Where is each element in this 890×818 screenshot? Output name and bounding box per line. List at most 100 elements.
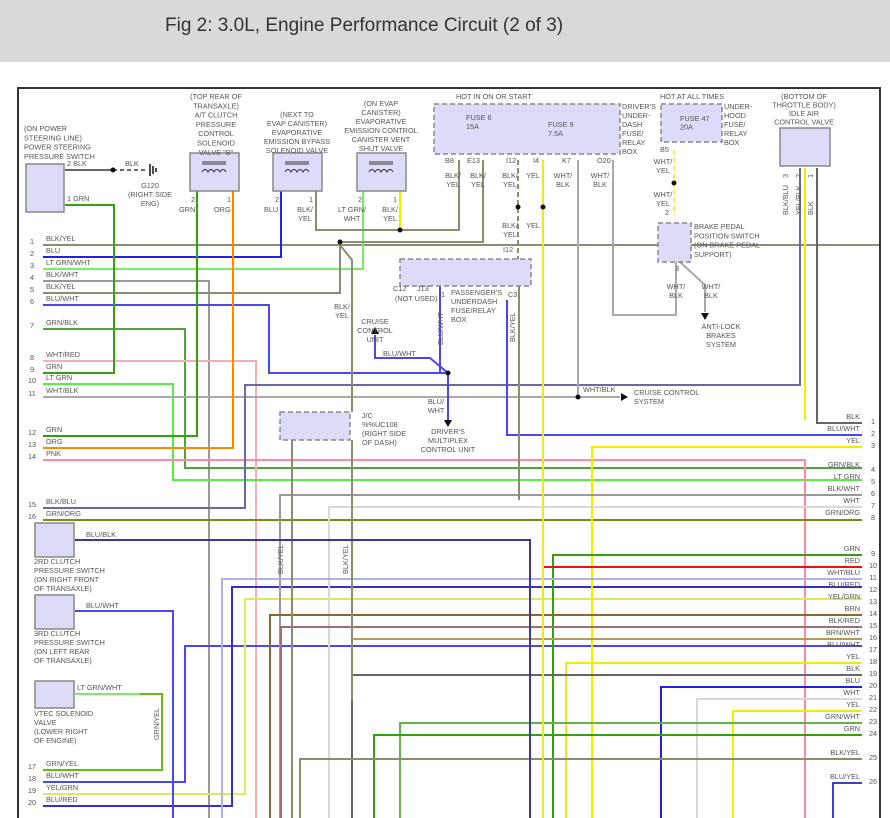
- component-label: VALVE: [34, 718, 57, 727]
- wire-label: BLK: [125, 159, 139, 168]
- wire-label: WHT: [428, 406, 445, 415]
- component-label: SYSTEM: [706, 340, 736, 349]
- wire-label: BLU/BLK: [86, 530, 116, 539]
- right-pin-wire-label: BLU/YEL: [830, 772, 860, 781]
- component-label: A/T CLUTCH: [195, 111, 238, 120]
- splice-dot: [575, 394, 581, 400]
- right-pin-wire-label: BLK/WHT: [828, 484, 861, 493]
- connector-pin-label: C3: [508, 290, 517, 299]
- left-pin-wire-label: BLU/WHT: [46, 294, 79, 303]
- component-label: DASH: [622, 120, 642, 129]
- right-pin-wire-label: WHT: [843, 496, 860, 505]
- splice-dot: [671, 180, 677, 186]
- left-pin-wire-6: [43, 304, 448, 374]
- pin-label: 2: [191, 195, 195, 204]
- left-pin-wire-5: [43, 245, 341, 294]
- right-pin-wire-label: WHT: [843, 688, 860, 697]
- component-label: UNDER-: [724, 102, 753, 111]
- right-pin-wire-3: [591, 446, 862, 818]
- connector-pin-label: E13: [467, 156, 480, 165]
- title-bar: Fig 2: 3.0L, Engine Performance Circuit …: [0, 0, 890, 62]
- left-pin-number: 19: [28, 786, 36, 795]
- component-label: THROTTLE BODY): [772, 101, 836, 110]
- right-pin-wire-label: GRN: [844, 544, 860, 553]
- right-pin-number: 20: [869, 681, 877, 690]
- left-pin-number: 8: [30, 353, 34, 362]
- wire-label: GRN: [179, 205, 195, 214]
- component-label: PRESSURE SWITCH: [34, 566, 105, 575]
- wire-label: WHT: [344, 214, 361, 223]
- e13-wire: [340, 160, 484, 243]
- wire-label: BLK/: [502, 221, 519, 230]
- power-steering-pressure-switch: [25, 163, 65, 213]
- bypass-to-b8: [315, 160, 460, 231]
- component-label: DRIVER'S: [431, 427, 465, 436]
- left-pin-wire-9: [43, 204, 115, 374]
- right-pin-wire-label: YEL: [846, 436, 860, 445]
- component-label: (ON LEFT REAR: [34, 647, 89, 656]
- arrow-icon: [444, 420, 452, 427]
- pin-label: 1 GRN: [67, 194, 89, 203]
- right-pin-number: 21: [869, 693, 877, 702]
- left-pin-number: 12: [28, 428, 36, 437]
- component-label: PRESSURE SWITCH: [34, 638, 105, 647]
- wire-label: YEL: [298, 214, 312, 223]
- left-pin-wire-label: LT GRN/WHT: [46, 258, 91, 267]
- right-pin-number: 12: [869, 585, 877, 594]
- right-pin-wire-10: [542, 566, 862, 818]
- left-pin-wire-18: [43, 645, 862, 783]
- left-pin-wire-label: BLK/BLU: [46, 497, 76, 506]
- wire-label: WHT/: [654, 190, 674, 199]
- left-pin-number: 2: [30, 249, 34, 258]
- component-label: OF ENGINE): [34, 736, 77, 745]
- left-pin-wire-label: GRN/YEL: [46, 759, 78, 768]
- component-label: (RIGHT SIDE: [362, 429, 406, 438]
- component-label: STEERING LINE): [24, 133, 82, 142]
- right-pin-wire-label: BLU/RED: [828, 580, 860, 589]
- wire-label: BLK/: [297, 205, 314, 214]
- right-pin-wire-label: BLU/WHT: [827, 640, 860, 649]
- right-pin-number: 18: [869, 657, 877, 666]
- right-pin-number: 11: [869, 573, 877, 582]
- junction-connector: [279, 411, 351, 441]
- component-label: PASSENGER'S: [451, 288, 502, 297]
- pin-label: 1: [806, 174, 815, 178]
- right-pin-wire-6: [279, 494, 862, 818]
- right-pin-wire-14: [269, 614, 862, 818]
- left-pin-wire-label: BLU/RED: [46, 795, 78, 804]
- figure-title: Fig 2: 3.0L, Engine Performance Circuit …: [165, 15, 564, 36]
- left-pin-wire-13: [43, 190, 234, 449]
- component-label: HOOD: [724, 111, 746, 120]
- left-pin-wire-label: GRN/ORG: [46, 509, 81, 518]
- left-pin-wire-label: WHT/BLK: [46, 386, 79, 395]
- component-label: (LOWER RIGHT: [34, 727, 88, 736]
- component-label: CONTROL: [357, 326, 393, 335]
- wire-label: BLK: [669, 291, 683, 300]
- splice-dot: [397, 227, 403, 233]
- wire-label: BLK/: [445, 171, 462, 180]
- right-pin-number: 3: [871, 441, 875, 450]
- component-label: CONTROL UNIT: [421, 445, 476, 454]
- right-pin-wire-11: [221, 578, 862, 818]
- label: (NOT USED): [395, 294, 437, 303]
- component-label: EVAPORATIVE: [272, 128, 323, 137]
- right-pin-wire-label: GRN: [844, 724, 860, 733]
- wire-label: WHT/: [654, 157, 674, 166]
- wire-label: YEL: [526, 171, 540, 180]
- component-label: DRIVER'S: [622, 102, 656, 111]
- connector-pin-label: I4: [533, 156, 539, 165]
- left-pin-number: 14: [28, 452, 36, 461]
- right-pin-number: 25: [869, 753, 877, 762]
- wire-label: YEL: [335, 311, 349, 320]
- ground-icon: [149, 164, 157, 176]
- component-label: BOX: [451, 315, 467, 324]
- left-pin-wire-label: GRN: [46, 362, 62, 371]
- component-label: J/C: [362, 411, 373, 420]
- component-label: SOLENOID: [197, 139, 235, 148]
- right-pin-number: 5: [871, 477, 875, 486]
- idle-air-control-valve: [779, 127, 831, 167]
- right-pin-wire-18: [565, 662, 862, 818]
- connector-pin-label: I12: [506, 156, 516, 165]
- wire-label: LT GRN/WHT: [77, 683, 122, 692]
- component-label: BRAKE PEDAL: [694, 222, 745, 231]
